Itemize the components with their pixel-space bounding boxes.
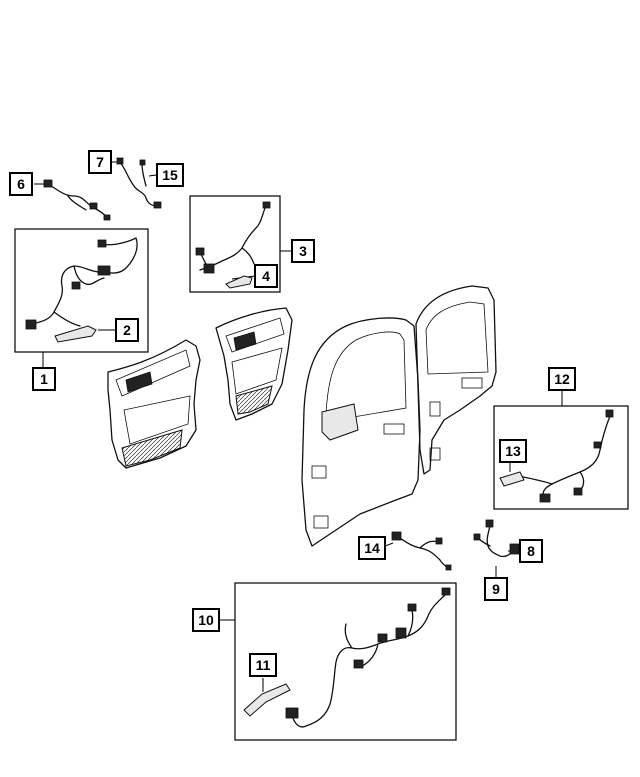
wire-harness-8-9 — [473, 519, 520, 558]
callout-6: 6 — [9, 172, 33, 196]
callout-label: 1 — [40, 371, 48, 387]
wire-harness-10 — [243, 587, 451, 728]
wire-harness-3 — [195, 201, 271, 289]
callout-label: 14 — [364, 540, 380, 556]
callout-14: 14 — [358, 536, 386, 560]
callout-11: 11 — [249, 653, 277, 677]
callout-label: 6 — [17, 176, 25, 192]
callout-label: 11 — [256, 657, 271, 673]
callout-label: 3 — [299, 243, 307, 259]
callout-label: 8 — [527, 543, 535, 559]
callout-9: 9 — [484, 577, 508, 601]
callout-4: 4 — [254, 264, 278, 288]
group-frame-1 — [14, 228, 149, 353]
wire-harness-14 — [391, 531, 452, 571]
front-door-harness-1 — [25, 237, 138, 343]
group-frame-3 — [189, 195, 281, 293]
front-door-shell — [301, 317, 421, 547]
callout-2: 2 — [115, 318, 139, 342]
group-frame-10 — [234, 582, 457, 741]
callout-13: 13 — [499, 439, 527, 463]
callout-label: 15 — [162, 167, 178, 183]
wire-harness-7-15 — [116, 157, 162, 209]
callout-label: 7 — [96, 154, 104, 170]
callout-label: 9 — [492, 581, 500, 597]
wire-harness-6 — [43, 179, 111, 221]
callout-label: 2 — [123, 322, 131, 338]
callout-15: 15 — [156, 163, 184, 187]
callout-1: 1 — [32, 367, 56, 391]
callout-label: 12 — [554, 371, 570, 387]
wire-harness-12 — [499, 409, 614, 503]
callout-label: 4 — [262, 268, 270, 284]
callout-3: 3 — [291, 239, 315, 263]
callout-12: 12 — [548, 367, 576, 391]
callout-7: 7 — [88, 150, 112, 174]
callout-8: 8 — [519, 539, 543, 563]
rear-door-trim-panel — [107, 339, 201, 469]
group-frame-12 — [493, 405, 629, 510]
callout-label: 13 — [505, 443, 521, 459]
callout-10: 10 — [192, 608, 220, 632]
callout-label: 10 — [198, 612, 214, 628]
rear-door-shell — [415, 285, 497, 475]
front-door-trim-panel — [215, 307, 293, 421]
